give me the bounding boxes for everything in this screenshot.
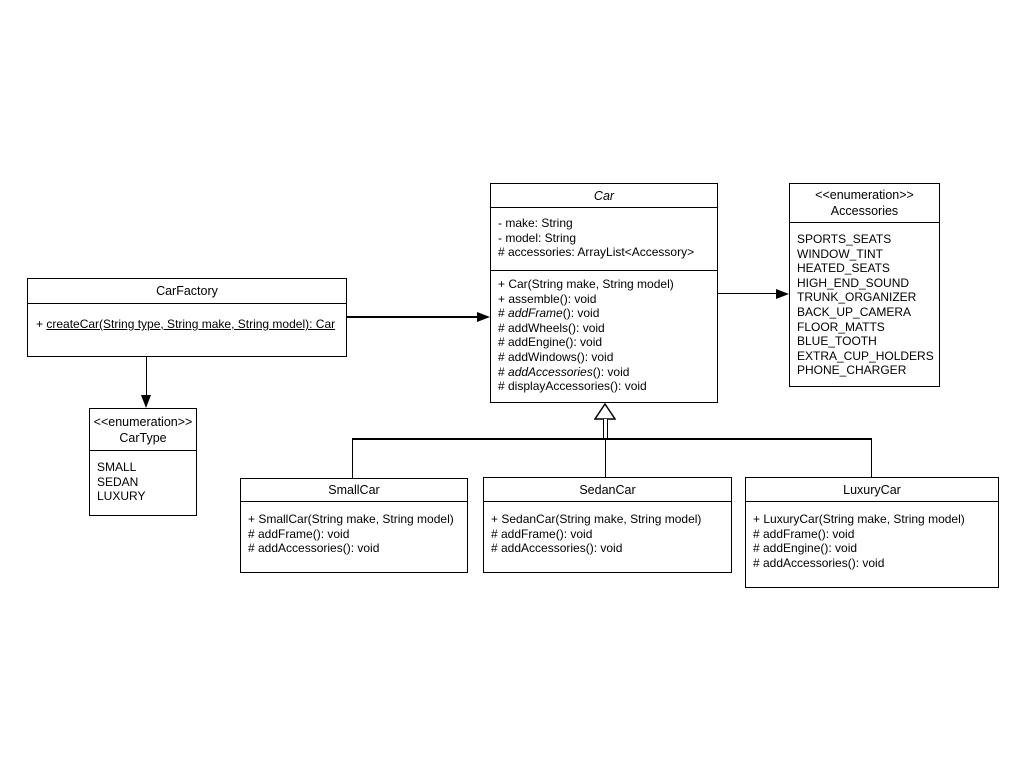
text-line: # addEngine(): void xyxy=(753,541,858,556)
class-carfactory: CarFactory + createCar(String type, Stri… xyxy=(27,278,347,357)
class-car-methods: + Car(String make, String model)+ assemb… xyxy=(491,271,717,402)
association-carfactory-cartype-arrowhead-icon xyxy=(141,395,151,408)
text-line: EXTRA_CUP_HOLDERS xyxy=(797,348,934,363)
text-line: SEDAN xyxy=(97,474,139,489)
generalization-triangle-icon xyxy=(594,403,616,420)
text-line: HEATED_SEATS xyxy=(797,261,890,276)
text-line: # displayAccessories(): void xyxy=(498,379,647,394)
text-line: FLOOR_MATTS xyxy=(797,319,885,334)
text-line: # addAccessories(): void xyxy=(491,541,623,556)
generalization-drop-sedancar-line xyxy=(604,438,606,477)
class-carfactory-methods: + createCar(String type, String make, St… xyxy=(28,304,346,356)
association-carfactory-car-line xyxy=(347,316,478,318)
text-line: + createCar(String type, String make, St… xyxy=(36,317,336,331)
class-carfactory-title: CarFactory xyxy=(28,279,346,304)
text-line: - make: String xyxy=(498,216,573,230)
class-smallcar: SmallCar + SmallCar(String make, String … xyxy=(240,478,468,573)
enum-accessories-stereotype: <<enumeration>> xyxy=(815,188,914,202)
generalization-drop-luxurycar-line xyxy=(870,438,872,477)
text-line: + Car(String make, String model) xyxy=(498,277,674,291)
text-line: + LuxuryCar(String make, String model) xyxy=(753,512,965,526)
text-line: + SedanCar(String make, String model) xyxy=(491,512,702,526)
text-line: BLUE_TOOTH xyxy=(797,334,877,349)
class-luxurycar: LuxuryCar + LuxuryCar(String make, Strin… xyxy=(745,477,999,588)
class-sedancar-methods: + SedanCar(String make, String model)# a… xyxy=(484,502,731,572)
class-luxurycar-methods: + LuxuryCar(String make, String model)# … xyxy=(746,502,998,587)
text-line: + SmallCar(String make, String model) xyxy=(248,512,454,526)
enum-cartype-title: CarType xyxy=(119,430,167,445)
text-line: HIGH_END_SOUND xyxy=(797,275,910,290)
text-line: + assemble(): void xyxy=(498,291,597,306)
generalization-horizontal-line xyxy=(351,438,872,440)
class-luxurycar-title: LuxuryCar xyxy=(746,478,998,502)
text-line: # addAccessories(): void xyxy=(498,364,630,379)
text-line: BACK_UP_CAMERA xyxy=(797,304,912,319)
enum-accessories: <<enumeration>> Accessories SPORTS_SEATS… xyxy=(789,183,940,387)
text-line: # addFrame(): void xyxy=(498,306,600,321)
text-line: WINDOW_TINT xyxy=(797,246,883,261)
association-car-accessories-line xyxy=(718,292,777,294)
association-car-accessories-arrowhead-icon xyxy=(776,288,789,299)
generalization-drop-smallcar-line xyxy=(351,438,353,478)
text-line: - model: String xyxy=(498,230,577,245)
class-smallcar-methods: + SmallCar(String make, String model)# a… xyxy=(241,502,467,572)
class-car-title: Car xyxy=(491,184,717,208)
text-line: # addFrame(): void xyxy=(491,526,593,541)
text-line: # accessories: ArrayList<Accessory> xyxy=(498,245,695,260)
generalization-stem-line xyxy=(602,419,608,439)
text-line: # addFrame(): void xyxy=(248,526,350,541)
enum-cartype-stereotype: <<enumeration>> xyxy=(93,414,193,429)
text-line: SPORTS_SEATS xyxy=(797,232,892,246)
enum-accessories-title: Accessories xyxy=(830,204,899,218)
text-line: PHONE_CHARGER xyxy=(797,363,907,378)
text-line: # addFrame(): void xyxy=(753,526,855,541)
enum-accessories-header: <<enumeration>> Accessories xyxy=(790,184,939,223)
class-smallcar-title: SmallCar xyxy=(241,479,467,502)
text-line: # addEngine(): void xyxy=(498,335,603,350)
text-line: # addWindows(): void xyxy=(498,349,614,364)
text-line: SMALL xyxy=(97,460,137,474)
text-line: LUXURY xyxy=(97,489,146,504)
text-line: # addAccessories(): void xyxy=(753,555,885,570)
class-sedancar-title: SedanCar xyxy=(484,478,731,502)
class-car: Car - make: String- model: String# acces… xyxy=(490,183,718,403)
text-line: TRUNK_ORGANIZER xyxy=(797,290,917,305)
class-sedancar: SedanCar + SedanCar(String make, String … xyxy=(483,477,732,573)
association-carfactory-car-arrowhead-icon xyxy=(477,312,490,322)
enum-cartype-header: <<enumeration>> CarType xyxy=(90,409,196,451)
class-car-attributes: - make: String- model: String# accessori… xyxy=(491,208,717,271)
association-carfactory-cartype-line xyxy=(145,357,147,396)
text-line: # addWheels(): void xyxy=(498,320,605,335)
text-line: # addAccessories(): void xyxy=(248,541,380,556)
